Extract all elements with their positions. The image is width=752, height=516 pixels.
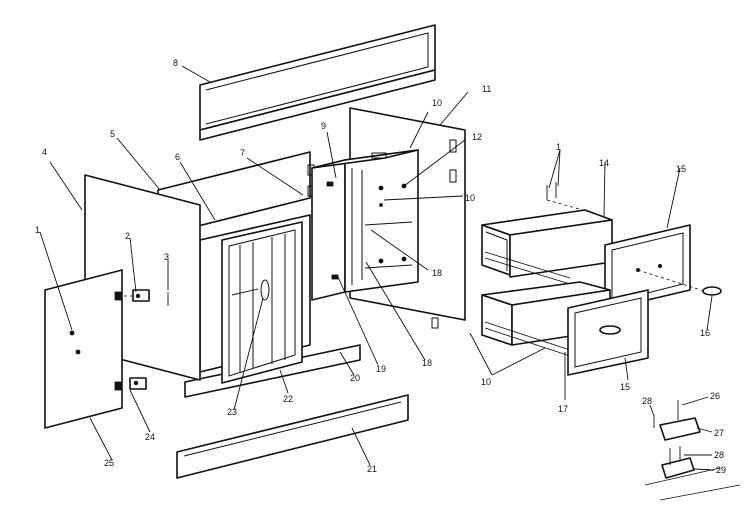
callout-21: 21 (367, 464, 377, 474)
callout-15-lower: 15 (620, 382, 630, 392)
callout-29: 29 (716, 465, 726, 475)
callout-9: 9 (321, 121, 326, 131)
part-kick-plate (176, 394, 409, 479)
callout-14: 14 (599, 158, 609, 168)
part-upper-drawer (481, 209, 613, 285)
callout-26: 26 (710, 391, 720, 401)
callout-18-upper: 18 (432, 268, 442, 278)
callout-8: 8 (173, 58, 178, 68)
callout-17: 17 (558, 404, 568, 414)
callout-2: 2 (125, 231, 130, 241)
callout-1-left: 1 (35, 225, 40, 235)
part-lower-drawer-front (567, 289, 649, 376)
part-slide-frame (311, 149, 419, 301)
callout-24: 24 (145, 432, 155, 442)
callout-19: 19 (376, 364, 386, 374)
part-drawer-screws (546, 182, 591, 213)
leader-lines (39, 65, 715, 471)
callout-25: 25 (104, 458, 114, 468)
callout-10-upper: 10 (432, 98, 442, 108)
callout-1-right: 1 (556, 142, 561, 152)
part-hinges (124, 289, 169, 390)
part-left-door (44, 269, 123, 429)
callout-11: 11 (482, 84, 491, 94)
callout-23: 23 (227, 407, 237, 417)
part-leveler-detail (644, 400, 741, 501)
callout-3: 3 (164, 252, 169, 262)
callout-27: 27 (714, 428, 724, 438)
callout-28-upper: 28 (642, 396, 652, 406)
callout-6: 6 (175, 152, 180, 162)
callout-labels: 8 11 4 5 6 7 9 10 12 10 18 18 19 20 1 2 … (35, 58, 726, 475)
callout-28-lower: 28 (714, 450, 724, 460)
callout-4: 4 (42, 147, 47, 157)
callout-10-middle: 10 (465, 193, 475, 203)
callout-15-upper: 15 (676, 164, 686, 174)
part-upper-drawer-front (604, 224, 722, 311)
part-top-rail (199, 24, 436, 141)
callout-7: 7 (240, 148, 245, 158)
callout-5: 5 (110, 129, 115, 139)
callout-22: 22 (283, 394, 293, 404)
callout-12: 12 (472, 132, 482, 142)
callout-16: 16 (700, 328, 710, 338)
callout-20: 20 (350, 373, 360, 383)
callout-10-lower: 10 (481, 377, 491, 387)
callout-18-lower: 18 (422, 358, 432, 368)
